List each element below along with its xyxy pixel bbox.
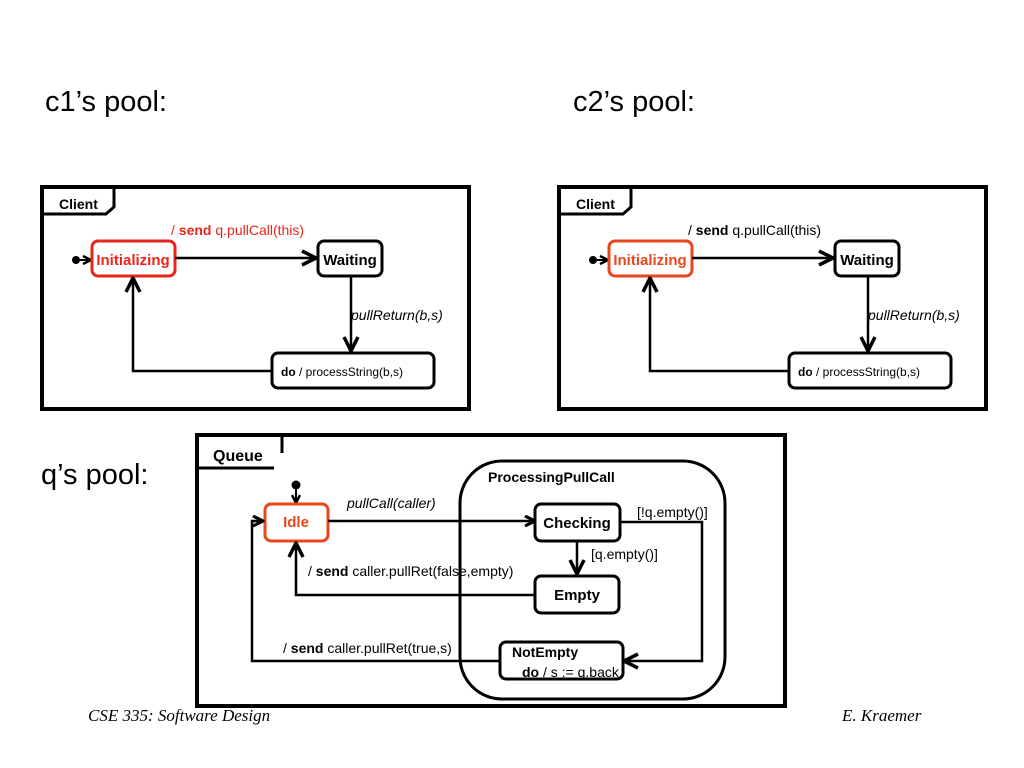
- c2-initial-pseudostate: [589, 256, 608, 264]
- queue-state-empty[interactable]: Empty: [533, 574, 621, 615]
- composite-state-processingpullcall[interactable]: ProcessingPullCall: [458, 459, 727, 701]
- footer-course: CSE 335: Software Design: [88, 706, 271, 725]
- empty-label: Empty: [554, 587, 601, 604]
- queue-state-notempty[interactable]: NotEmpty do / s := q.back: [498, 640, 625, 681]
- checking-label: Checking: [543, 515, 611, 532]
- c1-initializing-label: Initializing: [96, 252, 169, 269]
- c1-pullreturn-label: pullReturn(b,s): [350, 307, 443, 323]
- transition-checking-notempty: [620, 520, 704, 661]
- c2-waiting-label: Waiting: [840, 252, 894, 269]
- c2-initializing-label: Initializing: [613, 252, 686, 269]
- pullcall-label: pullCall(caller): [346, 495, 436, 511]
- idle-label: Idle: [283, 514, 309, 531]
- ret-true-label: / send caller.pullRet(true,s): [283, 640, 452, 656]
- processingpullcall-label: ProcessingPullCall: [488, 469, 615, 485]
- notempty-label: NotEmpty: [512, 644, 578, 660]
- q-pool-title: q’s pool:: [41, 459, 149, 491]
- queue-state-checking[interactable]: Checking: [533, 502, 622, 543]
- c2-frame-label: Client: [576, 196, 615, 212]
- queue-state-idle[interactable]: Idle: [263, 502, 330, 543]
- guard-not-empty-label: [!q.empty()]: [637, 504, 708, 520]
- queue-frame-label: Queue: [213, 448, 263, 465]
- c1-transition-back: [133, 278, 272, 373]
- transition-notempty-idle: [250, 521, 500, 663]
- c1-state-process[interactable]: do / processString(b,s): [270, 351, 436, 390]
- notempty-do-label: do / s := q.back: [522, 664, 620, 680]
- c1-frame-label: Client: [59, 196, 98, 212]
- c1-waiting-label: Waiting: [323, 252, 377, 269]
- c1-state-waiting[interactable]: Waiting: [316, 239, 384, 278]
- c2-send-label: / send q.pullCall(this): [688, 222, 821, 238]
- c1-process-label: do / processString(b,s): [281, 365, 403, 379]
- c1-pool-title: c1’s pool:: [45, 86, 167, 118]
- c2-state-initializing[interactable]: Initializing: [607, 239, 694, 278]
- c2-state-waiting[interactable]: Waiting: [833, 239, 901, 278]
- c2-process-label: do / processString(b,s): [798, 365, 920, 379]
- queue-initial-pseudostate: [292, 480, 301, 504]
- c1-initial-pseudostate: [72, 256, 91, 264]
- footer-author: E. Kraemer: [842, 706, 922, 725]
- ret-false-label: / send caller.pullRet(false,empty): [308, 563, 513, 579]
- c2-pullreturn-label: pullReturn(b,s): [867, 307, 960, 323]
- c2-transition-back: [650, 278, 789, 373]
- transition-empty-idle: [296, 543, 535, 597]
- c1-send-label: / send q.pullCall(this): [171, 222, 304, 238]
- c2-state-process[interactable]: do / processString(b,s): [787, 351, 953, 390]
- c2-pool-title: c2’s pool:: [573, 86, 695, 118]
- c1-state-initializing[interactable]: Initializing: [90, 239, 177, 278]
- guard-empty-label: [q.empty()]: [591, 546, 658, 562]
